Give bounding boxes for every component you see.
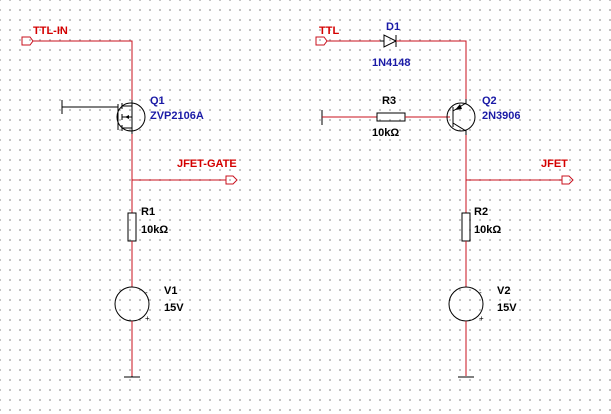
v2-plus-icon: + xyxy=(479,314,484,323)
d1-diode[interactable] xyxy=(380,34,398,48)
r3-value: 10kΩ xyxy=(372,127,399,139)
v1-plus-icon: + xyxy=(145,314,150,323)
right-circuit: TTL D1 1N4148 R3 10kΩ Q2 2N3906 xyxy=(315,21,574,378)
q1-body-circle xyxy=(116,102,146,132)
jfet-gate-label: JFET-GATE xyxy=(177,158,237,170)
jfet-gate-port[interactable] xyxy=(225,175,238,185)
d1-value: 1N4148 xyxy=(372,57,411,69)
v1-ref: V1 xyxy=(164,285,177,297)
r1-ref: R1 xyxy=(141,206,155,218)
v2-dc-source[interactable]: - + xyxy=(448,286,484,323)
r1-resistor[interactable] xyxy=(127,212,137,242)
r1-value: 10kΩ xyxy=(141,224,168,236)
wire-d1-q2 xyxy=(396,40,467,99)
r2-ref: R2 xyxy=(474,206,488,218)
d1-triangle-icon xyxy=(383,34,398,48)
r2-resistor[interactable] xyxy=(461,212,471,242)
ttl-in-label: TTL-IN xyxy=(33,25,68,37)
v2-minus-icon: - xyxy=(479,288,482,297)
ttl-label: TTL xyxy=(319,25,339,37)
v1-dc-source[interactable]: - + xyxy=(114,286,150,323)
left-circuit: TTL-IN Q1 ZVP2106A JFET-GATE xyxy=(21,25,238,378)
ttl-in-port[interactable] xyxy=(21,36,34,46)
q2-body-circle xyxy=(446,102,476,132)
q1-pmos-transistor[interactable] xyxy=(61,100,146,134)
q2-arrow-icon xyxy=(455,104,462,110)
r2-value: 10kΩ xyxy=(474,224,501,236)
wire-ttl-in xyxy=(33,40,133,100)
v1-value: 15V xyxy=(164,302,184,314)
d1-ref: D1 xyxy=(386,21,400,33)
r3-ref: R3 xyxy=(382,95,396,107)
v2-value: 15V xyxy=(497,302,517,314)
ground-icon-left xyxy=(124,376,140,378)
q2-pnp-transistor[interactable] xyxy=(446,99,476,135)
v2-ref: V2 xyxy=(497,285,510,297)
ttl-port[interactable] xyxy=(315,36,328,46)
q2-ref: Q2 xyxy=(482,95,497,107)
q1-arrow-icon xyxy=(125,115,129,119)
q1-value: ZVP2106A xyxy=(150,110,204,122)
jfet-label: JFET xyxy=(541,158,568,170)
r3-resistor[interactable] xyxy=(376,112,406,122)
q1-ref: Q1 xyxy=(150,95,165,107)
v1-minus-icon: - xyxy=(145,288,148,297)
jfet-port[interactable] xyxy=(561,175,574,185)
q2-collector-lead xyxy=(452,122,467,135)
q2-value: 2N3906 xyxy=(482,110,521,122)
